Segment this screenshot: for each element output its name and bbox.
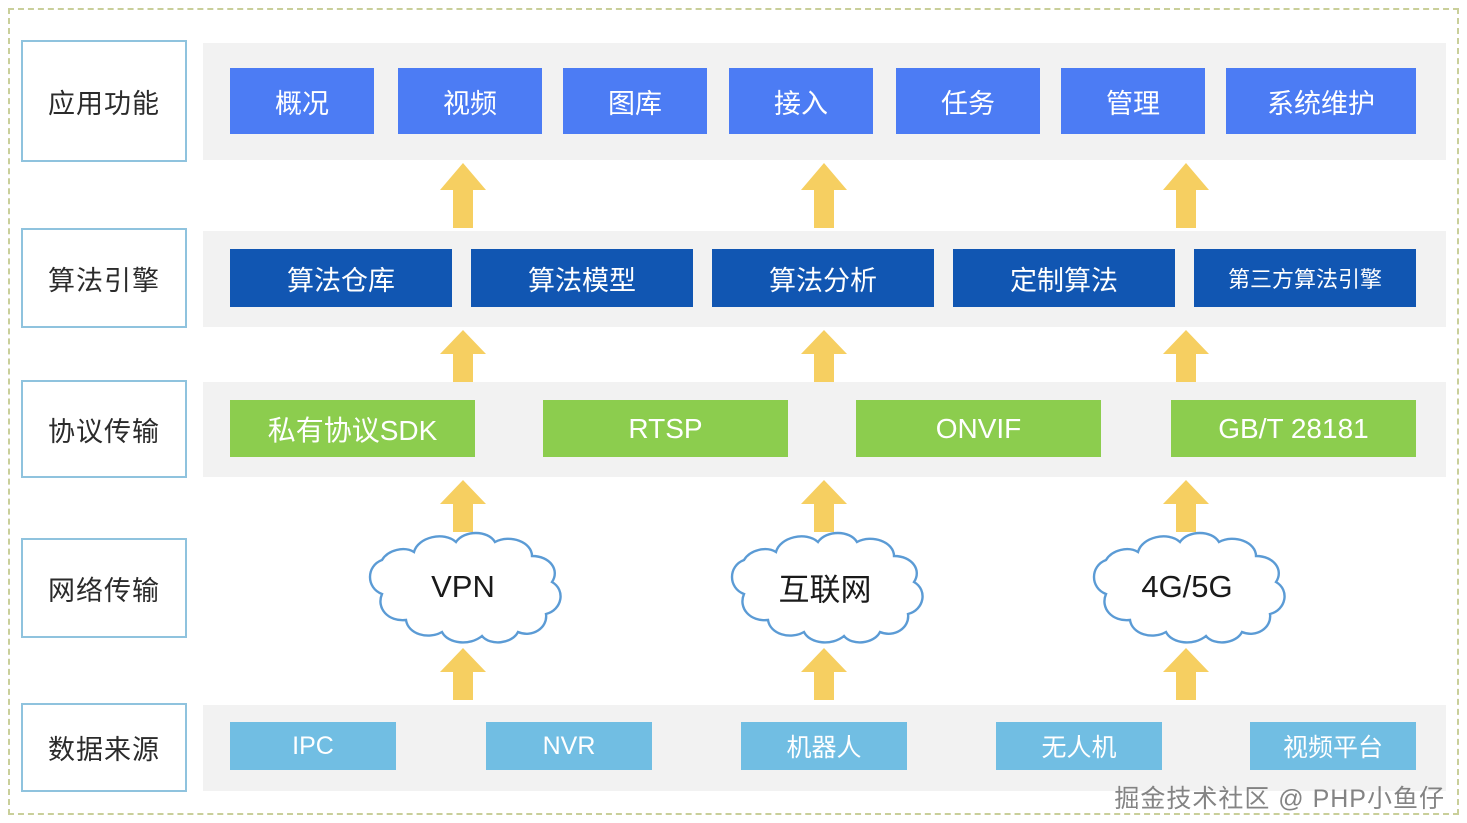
chip-application-2[interactable]: 图库 <box>563 68 707 134</box>
cloud-vpn[interactable]: VPN <box>352 528 574 646</box>
chip-label: 私有协议SDK <box>267 414 438 446</box>
chip-label: 系统维护 <box>1267 88 1375 119</box>
arrow-up-network-to-protocol-1 <box>801 480 847 532</box>
row-label-network-transport: 网络传输 <box>21 538 187 638</box>
watermark: 掘金技术社区 @ PHP小鱼仔 <box>1114 785 1445 813</box>
cloud-internet[interactable]: 互联网 <box>714 528 936 646</box>
arrow-up-protocol-to-engine-1 <box>801 330 847 382</box>
band-application: 概况 视频 图库 接入 任务 管理 系统维护 <box>203 43 1446 160</box>
chip-label: GB/T 28181 <box>1218 412 1369 444</box>
chip-label: 视频 <box>443 88 497 119</box>
chip-protocol-2[interactable]: ONVIF <box>856 400 1101 457</box>
chip-engine-3[interactable]: 定制算法 <box>953 249 1175 307</box>
chip-label: 第三方算法引擎 <box>1227 267 1382 292</box>
chip-engine-4[interactable]: 第三方算法引擎 <box>1194 249 1416 307</box>
chip-label: 概况 <box>275 88 329 119</box>
arrow-up-engine-to-application-0 <box>440 163 486 228</box>
chip-application-1[interactable]: 视频 <box>398 68 542 134</box>
band-protocol-transport: 私有协议SDK RTSP ONVIF GB/T 28181 <box>203 382 1446 477</box>
chip-label: 机器人 <box>786 734 862 762</box>
row-label-text: 网络传输 <box>48 575 160 606</box>
chip-protocol-0[interactable]: 私有协议SDK <box>230 400 475 457</box>
chip-source-0[interactable]: IPC <box>230 722 396 770</box>
chip-application-0[interactable]: 概况 <box>230 68 374 134</box>
chip-source-2[interactable]: 机器人 <box>741 722 907 770</box>
chip-label: 算法仓库 <box>287 265 395 296</box>
arrow-up-protocol-to-engine-0 <box>440 330 486 382</box>
chip-label: 图库 <box>608 88 662 119</box>
chip-application-3[interactable]: 接入 <box>729 68 873 134</box>
chip-label: 无人机 <box>1041 734 1117 762</box>
chip-label: 任务 <box>941 88 995 119</box>
chip-label: 视频平台 <box>1282 734 1383 762</box>
chip-label: 定制算法 <box>1010 265 1118 296</box>
row-label-text: 应用功能 <box>48 88 160 119</box>
chip-application-4[interactable]: 任务 <box>896 68 1040 134</box>
row-label-text: 算法引擎 <box>48 265 160 296</box>
chip-label: IPC <box>292 731 334 760</box>
chip-label: 算法模型 <box>528 265 636 296</box>
row-label-text: 数据来源 <box>48 735 160 765</box>
arrow-up-source-to-network-0 <box>440 648 486 700</box>
arrow-up-network-to-protocol-0 <box>440 480 486 532</box>
row-label-text: 协议传输 <box>48 416 160 447</box>
chip-engine-0[interactable]: 算法仓库 <box>230 249 452 307</box>
chip-engine-2[interactable]: 算法分析 <box>712 249 934 307</box>
arrow-up-source-to-network-1 <box>801 648 847 700</box>
arrow-up-protocol-to-engine-2 <box>1163 330 1209 382</box>
arrow-up-engine-to-application-1 <box>801 163 847 228</box>
chip-label: 接入 <box>774 88 828 119</box>
band-data-source: IPC NVR 机器人 无人机 视频平台 <box>203 705 1446 791</box>
chip-source-3[interactable]: 无人机 <box>996 722 1162 770</box>
chip-label: 算法分析 <box>769 265 877 296</box>
cloud-label: VPN <box>431 569 495 604</box>
chip-label: ONVIF <box>935 412 1022 444</box>
chip-label: NVR <box>542 731 596 760</box>
arrow-up-source-to-network-2 <box>1163 648 1209 700</box>
row-label-protocol-transport: 协议传输 <box>21 380 187 478</box>
chip-application-5[interactable]: 管理 <box>1061 68 1205 134</box>
arrow-up-network-to-protocol-2 <box>1163 480 1209 532</box>
cloud-label: 互联网 <box>778 572 872 608</box>
band-algorithm-engine: 算法仓库 算法模型 算法分析 定制算法 第三方算法引擎 <box>203 231 1446 327</box>
row-label-application: 应用功能 <box>21 40 187 162</box>
chip-source-1[interactable]: NVR <box>486 722 652 770</box>
chip-label: RTSP <box>628 412 703 444</box>
arrow-up-engine-to-application-2 <box>1163 163 1209 228</box>
chip-protocol-3[interactable]: GB/T 28181 <box>1171 400 1416 457</box>
cloud-4g-5g[interactable]: 4G/5G <box>1076 528 1298 646</box>
chip-engine-1[interactable]: 算法模型 <box>471 249 693 307</box>
row-label-data-source: 数据来源 <box>21 703 187 792</box>
chip-protocol-1[interactable]: RTSP <box>543 400 788 457</box>
chip-label: 管理 <box>1106 88 1160 119</box>
chip-application-6[interactable]: 系统维护 <box>1226 68 1416 134</box>
chip-source-4[interactable]: 视频平台 <box>1250 722 1416 770</box>
cloud-label: 4G/5G <box>1141 569 1233 604</box>
row-label-algorithm-engine: 算法引擎 <box>21 228 187 328</box>
